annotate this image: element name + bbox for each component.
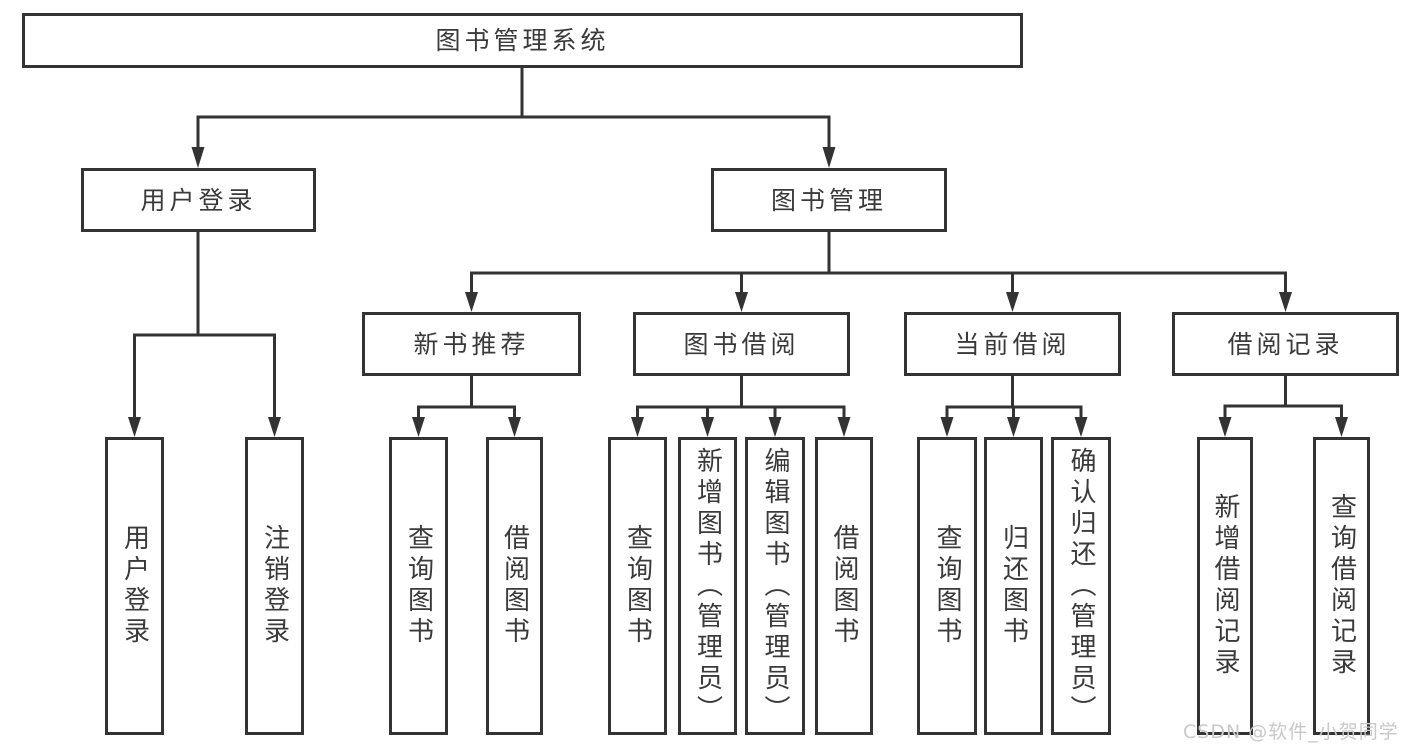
leaf-edit-book-admin-label: 编辑图书（管理员） [760,446,790,726]
leaf-return-book-label: 归还图书 [998,524,1029,648]
leaf-query-borrow-record: 查询借阅记录 [1313,437,1370,735]
leaf-user-login: 用户登录 [105,437,164,735]
leaf-query-books-recommend: 查询图书 [389,437,448,735]
csdn-watermark: CSDN @软件_小贺同学 [1183,721,1399,743]
node-current-borrow: 当前借阅 [904,312,1121,376]
leaf-borrow-books-label: 借阅图书 [829,524,859,648]
node-book-management-label: 图书管理 [770,185,887,215]
leaf-query-books-borrow-label: 查询图书 [622,524,653,648]
node-book-borrow-label: 图书借阅 [683,329,800,359]
leaf-query-books-recommend-label: 查询图书 [403,524,434,648]
leaf-add-borrow-record: 新增借阅记录 [1197,437,1253,735]
leaf-add-book-admin-label: 新增图书（管理员） [692,446,723,726]
leaf-edit-book-admin: 编辑图书（管理员） [745,437,805,735]
node-root: 图书管理系统 [22,13,1023,68]
node-borrow-records: 借阅记录 [1172,312,1399,376]
node-root-label: 图书管理系统 [435,26,610,55]
node-book-management: 图书管理 [711,168,947,232]
node-borrow-records-label: 借阅记录 [1227,329,1344,359]
leaf-borrow-books-recommend: 借阅图书 [486,437,543,735]
leaf-confirm-return-admin-label: 确认归还（管理员） [1066,446,1096,726]
leaf-confirm-return-admin: 确认归还（管理员） [1051,437,1111,735]
node-book-borrow: 图书借阅 [633,312,850,376]
leaf-add-borrow-record-label: 新增借阅记录 [1210,493,1240,679]
node-user-login-label: 用户登录 [140,185,257,215]
leaf-query-books-current: 查询图书 [917,437,977,735]
leaf-return-book: 归还图书 [984,437,1043,735]
leaf-logout: 注销登录 [245,437,304,735]
leaf-logout-label: 注销登录 [259,524,290,648]
leaf-add-book-admin: 新增图书（管理员） [678,437,737,735]
node-new-book-recommend: 新书推荐 [362,312,581,376]
node-user-login: 用户登录 [81,168,316,232]
node-new-book-recommend-label: 新书推荐 [413,329,530,359]
leaf-borrow-books: 借阅图书 [815,437,873,735]
leaf-query-borrow-record-label: 查询借阅记录 [1326,493,1357,679]
leaf-borrow-books-recommend-label: 借阅图书 [499,524,530,648]
leaf-query-books-borrow: 查询图书 [608,437,667,735]
leaf-user-login-label: 用户登录 [119,524,150,648]
leaf-query-books-current-label: 查询图书 [932,524,962,648]
node-current-borrow-label: 当前借阅 [954,329,1071,359]
